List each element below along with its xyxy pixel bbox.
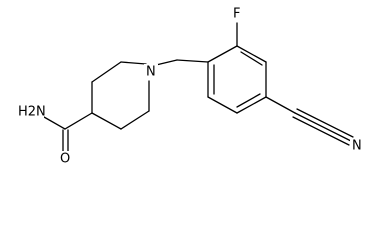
methylene-linker	[155, 59, 209, 66]
bond-c3-c2	[91, 61, 122, 83]
molecule-structure: H2N O N F N	[18, 6, 362, 167]
bond-n-ch2	[155, 59, 178, 66]
bond-c4-c5	[236, 96, 267, 114]
bond-c-c4	[64, 112, 93, 130]
bond-c3-c3inner	[240, 51, 263, 66]
bond-ch2-aryl	[176, 59, 209, 63]
nitrile-nitrogen-label: N	[352, 139, 362, 154]
amide-nh2-label: H2N	[18, 105, 46, 120]
bond-cn-triple-3	[292, 116, 350, 146]
fluorine-label: F	[233, 7, 240, 22]
bond-c6-c5	[120, 110, 150, 130]
piperidine-ring	[91, 61, 150, 130]
bond-cn-triple-2	[296, 108, 354, 138]
bond-aryl-cn	[265, 96, 296, 114]
bond-cn-triple-1	[294, 112, 352, 142]
benzene-ring	[207, 45, 267, 114]
bond-c5-c6	[207, 96, 238, 114]
bond-c4-c5-inner	[236, 93, 261, 108]
bond-c5-c4	[91, 112, 122, 130]
bond-c-nh2	[43, 116, 66, 130]
piperidine-nitrogen-label: N	[146, 65, 156, 80]
bond-c1-c2	[207, 45, 238, 63]
amide-oxygen-label: O	[60, 152, 70, 167]
amide-group	[43, 112, 93, 152]
bond-c2-n	[120, 61, 147, 65]
nitrile-group	[265, 96, 354, 146]
bond-c2-c3	[236, 45, 267, 63]
